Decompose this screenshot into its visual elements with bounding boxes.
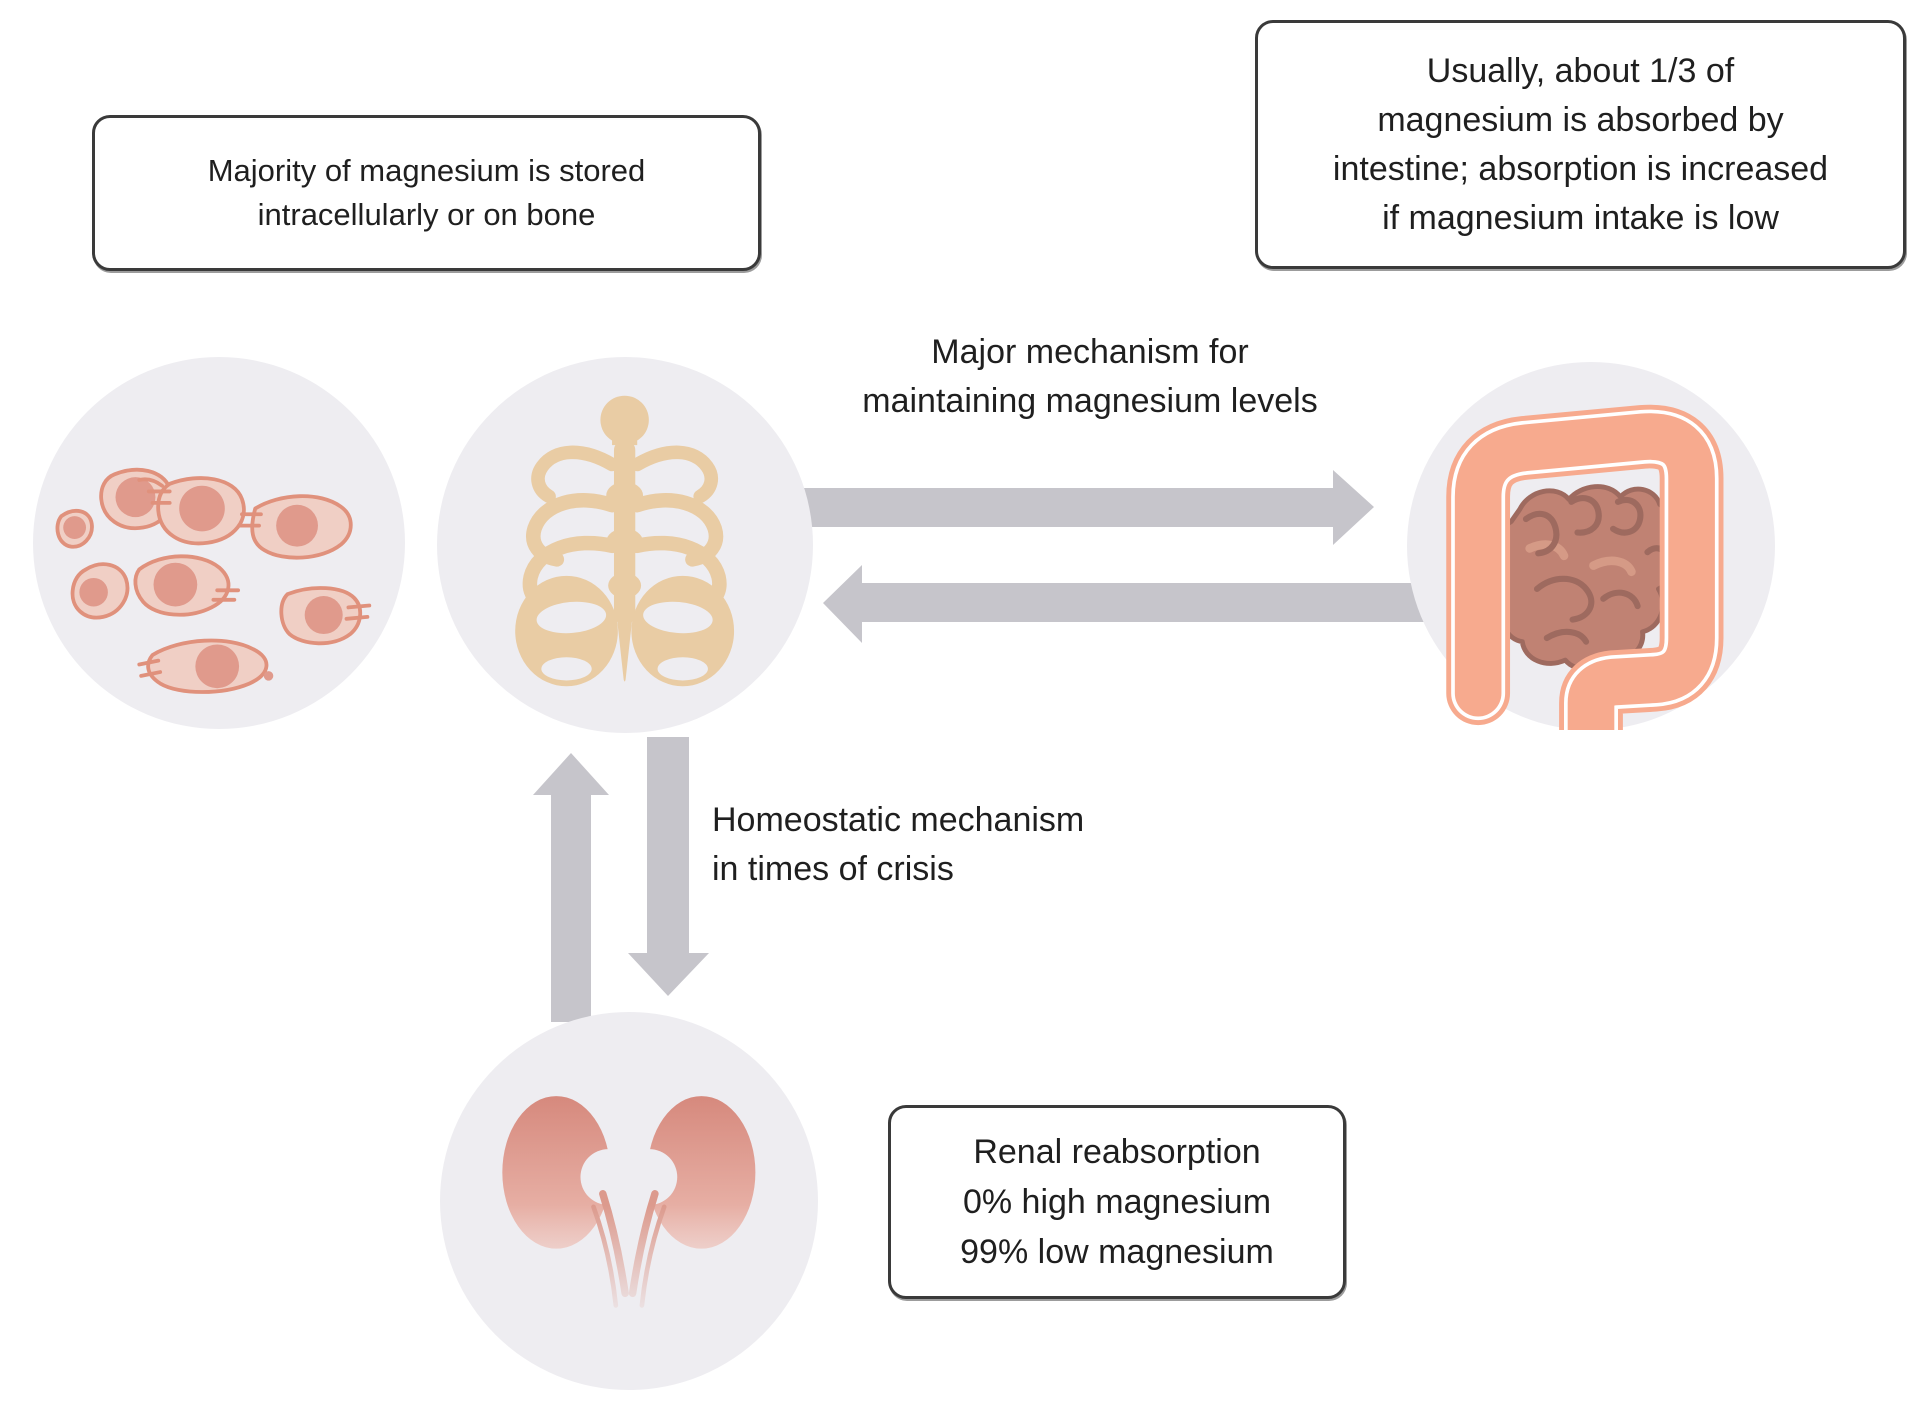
bone-storage-line: Majority of magnesium is stored (207, 153, 646, 188)
major-mechanism-line: Major mechanism for (931, 333, 1249, 371)
cells-circle (33, 357, 405, 729)
bone-to-kidney-arrow (628, 737, 709, 996)
intestinal-absorption-line: if magnesium intake is low (1382, 198, 1779, 237)
intestinal-absorption-line: intestine; absorption is increased (1332, 149, 1829, 188)
intestine-icon (1446, 404, 1724, 730)
major-mechanism-line: maintaining magnesium levels (862, 382, 1318, 420)
bone-to-intestine-arrow (800, 470, 1374, 545)
homeostatic-line: in times of crisis (712, 850, 954, 888)
renal-line: Renal reabsorption (973, 1133, 1261, 1171)
kidneys-icon (489, 1095, 769, 1326)
bone-storage-line: intracellularly or on bone (257, 197, 596, 232)
cells-icon (55, 468, 372, 695)
intestinal-absorption-line: Usually, about 1/3 of (1426, 51, 1735, 90)
renal-line: 0% high magnesium (962, 1183, 1272, 1221)
renal-line: 99% low magnesium (960, 1233, 1274, 1271)
intestine-circle (1407, 362, 1775, 730)
intestine-to-bone-arrow (823, 565, 1430, 643)
intestinal-absorption-box: Usually, about 1/3 of magnesium is absor… (1255, 20, 1906, 269)
intestinal-absorption-line: magnesium is absorbed by (1377, 100, 1784, 139)
ribcage-icon (515, 395, 771, 707)
homeostatic-line: Homeostatic mechanism (712, 801, 1085, 839)
bone-storage-box: Majority of magnesium is stored intracel… (92, 115, 761, 271)
homeostatic-mechanism-label: Homeostatic mechanism in times of crisis (712, 796, 1232, 894)
kidney-to-bone-arrow (533, 753, 609, 1022)
bone-circle (437, 357, 813, 733)
major-mechanism-label: Major mechanism for maintaining magnesiu… (820, 328, 1360, 426)
kidney-circle (440, 1012, 818, 1390)
renal-reabsorption-box: Renal reabsorption 0% high magnesium 99%… (888, 1105, 1346, 1299)
